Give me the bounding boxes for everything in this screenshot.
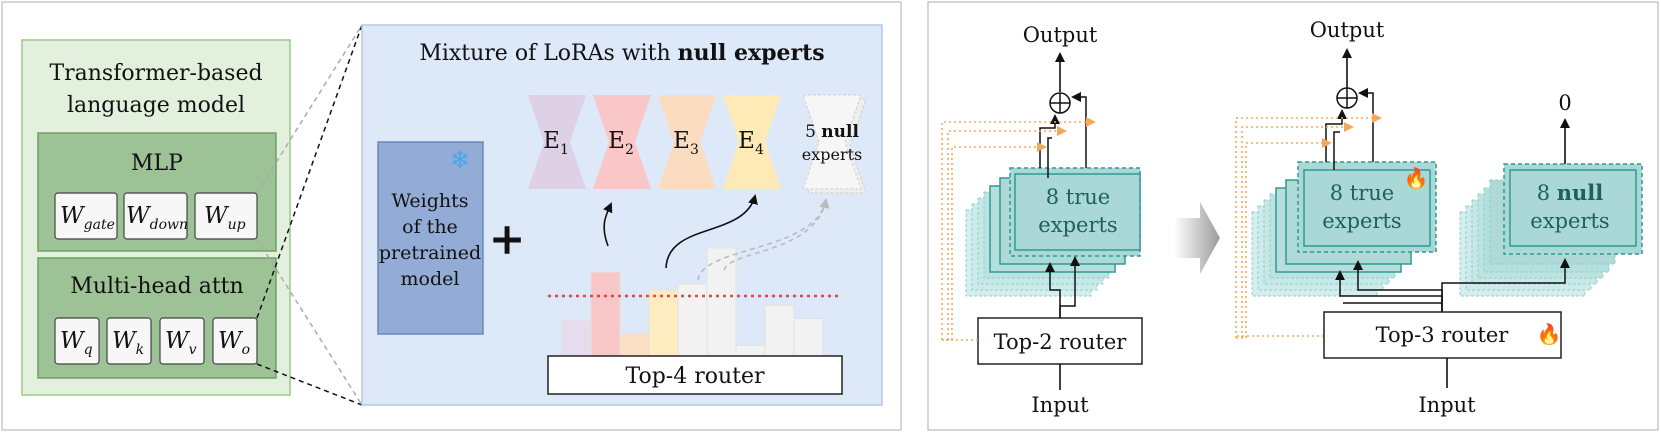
svg-text:Wk: Wk [112, 328, 144, 358]
after-true-line2: experts [1322, 209, 1401, 233]
before-expert-out-2 [1047, 137, 1052, 178]
router-score-bar-7 [735, 345, 766, 357]
before-orange-path-2 [947, 126, 1067, 340]
router-score-bar-9 [793, 318, 824, 357]
top4-router-box [547, 355, 843, 395]
router-score-bar-8 [764, 304, 795, 357]
after-orange-path-3 [1236, 138, 1332, 339]
after-expert-out-2 [1333, 131, 1340, 170]
after-true-line1: 8 true [1330, 181, 1394, 205]
attention-title: Multi-head attn [70, 274, 243, 299]
route-arrow-e2 [603, 202, 613, 247]
after-residual-to-sum [1358, 88, 1374, 162]
expert-e4: E4 [723, 95, 781, 189]
svg-text:E1: E1 [543, 128, 569, 158]
route-arrow-null-2 [723, 199, 827, 271]
top3-router-box [1323, 311, 1562, 359]
router-score-bar-4 [648, 289, 679, 357]
attn-weight-q: Wq [54, 317, 100, 365]
route-arrow-e4 [665, 194, 758, 269]
weights-line-1: Weights [391, 190, 468, 212]
mlp-weight-up: Wup [194, 192, 258, 240]
svg-text:Wdown: Wdown [126, 203, 188, 233]
top4-router-label: Top-4 router [625, 364, 765, 389]
svg-text:E4: E4 [738, 128, 764, 158]
router-score-bar-3 [619, 333, 650, 357]
svg-text:experts: experts [802, 145, 863, 164]
language-model-title-line2: language model [67, 93, 245, 118]
before-route-1 [1045, 262, 1061, 318]
router-score-bar-6 [706, 247, 737, 357]
after-input-label: Input [1418, 393, 1476, 417]
svg-text:Wv: Wv [165, 328, 197, 358]
router-score-bar-2 [590, 271, 621, 357]
after-orange-path-2 [1241, 122, 1354, 338]
top2-router-label: Top-2 router [994, 330, 1128, 354]
pretrained-weights-box [377, 141, 484, 335]
weights-line-3: pretrained [379, 242, 481, 264]
svg-text:Wup: Wup [204, 203, 246, 233]
mlp-weight-gate: Wgate [54, 192, 118, 240]
after-null-line1: 8 null [1537, 180, 1604, 205]
after-true-expert-stack [1251, 161, 1437, 297]
attn-weight-v: Wv [159, 317, 205, 365]
language-model-title-line1: Transformer-based [49, 61, 262, 86]
router-score-bar-1 [561, 319, 592, 357]
fire-icon-router: 🔥 [1537, 322, 1562, 346]
after-null-expert-stack [1459, 163, 1643, 297]
attn-weight-o: Wo [212, 317, 258, 365]
mlp-title: MLP [131, 151, 183, 176]
before-experts-line1: 8 true [1046, 185, 1110, 209]
before-expert-stack [965, 167, 1141, 297]
zoom-line-attn-bottom [256, 363, 363, 406]
before-experts-line2: experts [1038, 213, 1117, 237]
after-orange-path-1 [1235, 113, 1382, 338]
weights-line-2: of the [402, 216, 458, 238]
before-output-label: Output [1023, 23, 1098, 47]
fire-icon-experts: 🔥 [1404, 166, 1429, 190]
svg-text:Wgate: Wgate [60, 203, 115, 233]
transition-arrow-icon [1174, 202, 1220, 274]
attn-weight-k: Wk [106, 317, 152, 365]
after-output-label: Output [1310, 18, 1385, 42]
after-sum-node [1336, 87, 1358, 109]
top3-router-label: Top-3 router [1376, 323, 1510, 347]
svg-text:E2: E2 [608, 128, 634, 158]
before-input-label: Input [1031, 393, 1089, 417]
svg-text:Wq: Wq [60, 328, 93, 358]
before-route-2 [1059, 256, 1080, 318]
plus-sign: + [489, 214, 526, 265]
before-sum-node [1049, 92, 1071, 114]
zoom-line-mlp-bottom [256, 238, 363, 406]
null-experts-stack: 5 null experts [802, 94, 867, 194]
expert-e1: E1 [528, 95, 586, 189]
router-score-bars [561, 247, 824, 357]
weights-line-4: model [401, 268, 460, 290]
after-zero-label: 0 [1558, 91, 1571, 115]
expert-e2: E2 [593, 95, 651, 189]
route-arrow-null-1 [697, 198, 830, 281]
before-residual-to-sum [1071, 92, 1087, 168]
svg-text:5 null: 5 null [805, 122, 859, 142]
expert-e3: E3 [658, 95, 716, 189]
svg-text:Wo: Wo [218, 328, 250, 358]
after-null-line2: experts [1530, 209, 1609, 233]
zoom-line-mlp-top [256, 24, 363, 194]
after-route-3 [1441, 258, 1570, 312]
svg-text:E3: E3 [673, 128, 699, 158]
snowflake-icon: ❄ [450, 146, 470, 174]
zoom-line-attn-top [256, 24, 363, 319]
mixture-title: Mixture of LoRAs with null experts [419, 40, 824, 66]
mlp-weight-down: Wdown [123, 192, 188, 240]
